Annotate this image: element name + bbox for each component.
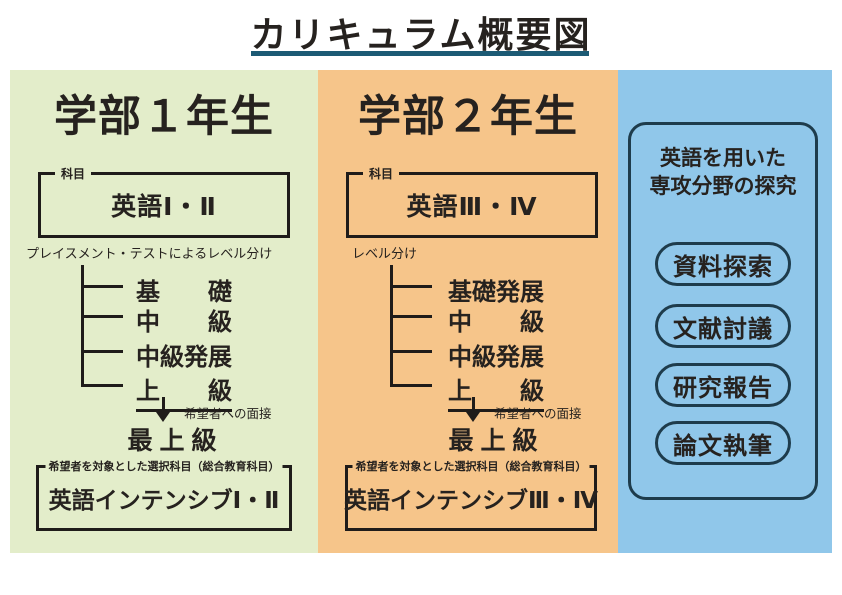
research-pill-thesis-writing: 論文執筆	[655, 421, 791, 465]
research-box: 英語を用いた 専攻分野の探究 資料探索 文献討議 研究報告 論文執筆	[628, 122, 818, 500]
page-title: カリキュラム概要図	[250, 14, 592, 55]
year1-top-level-label: 最 上 級	[127, 427, 217, 455]
year1-tree-trunk	[81, 265, 84, 387]
down-arrow-icon	[466, 412, 480, 422]
year1-heading: 学部１年生	[54, 93, 274, 141]
year2-tree-branch	[390, 315, 432, 318]
research-heading: 英語を用いた 専攻分野の探究	[631, 145, 815, 202]
year2-subject-legend: 科目	[363, 165, 400, 182]
year2-top-level-label: 最 上 級	[448, 427, 538, 455]
panel-year2: 学部２年生 科目 英語Ⅲ・Ⅳ レベル分け 基礎発展 中 級 中級発展 上 級 希…	[318, 70, 618, 553]
research-heading-line2: 専攻分野の探究	[649, 175, 797, 199]
year2-elective-course-label: 英語インテンシブⅢ・Ⅳ	[344, 487, 599, 513]
down-arrow-icon	[156, 412, 170, 422]
year1-level-intermediate: 中 級	[136, 309, 232, 336]
year2-tree-branch	[390, 285, 432, 288]
year1-level-advanced: 上 級	[136, 371, 232, 412]
panel-year1: 学部１年生 科目 英語Ⅰ・Ⅱ プレイスメント・テストによるレベル分け 基 礎 中…	[10, 70, 318, 553]
year2-tree-trunk	[390, 265, 393, 387]
year2-subject-box: 科目 英語Ⅲ・Ⅳ	[346, 165, 598, 238]
year1-level-basic: 基 礎	[136, 279, 232, 306]
year2-course-label: 英語Ⅲ・Ⅳ	[406, 193, 538, 221]
year2-level-note: レベル分け	[352, 246, 418, 261]
year1-level-intermediate-advanced: 中級発展	[136, 344, 232, 371]
year1-subject-box: 科目 英語Ⅰ・Ⅱ	[38, 165, 290, 238]
year1-tree-branch	[81, 315, 123, 318]
year1-tree-branch	[81, 285, 123, 288]
year1-elective-box: 希望者を対象とした選択科目（総合教育科目） 英語インテンシブⅠ・Ⅱ	[36, 458, 292, 531]
year1-tree-branch	[81, 384, 123, 387]
year1-elective-course-label: 英語インテンシブⅠ・Ⅱ	[48, 487, 280, 513]
year1-interview-note: 希望者への面接	[184, 407, 272, 421]
year2-elective-box: 希望者を対象とした選択科目（総合教育科目） 英語インテンシブⅢ・Ⅳ	[344, 458, 599, 531]
year2-level-advanced: 上 級	[448, 371, 544, 412]
panel-research: 英語を用いた 専攻分野の探究 資料探索 文献討議 研究報告 論文執筆	[618, 70, 832, 553]
year2-level-intermediate: 中 級	[448, 309, 544, 336]
year2-level-basic-advanced: 基礎発展	[448, 279, 544, 306]
research-pill-literature-discussion: 文献討議	[655, 304, 791, 348]
year2-tree-branch	[390, 350, 432, 353]
title-underline	[251, 51, 589, 56]
year2-level-intermediate-advanced: 中級発展	[448, 344, 544, 371]
year2-heading: 学部２年生	[358, 93, 578, 141]
research-heading-line1: 英語を用いた	[660, 147, 786, 170]
year1-tree-branch	[81, 350, 123, 353]
year2-elective-legend: 希望者を対象とした選択科目（総合教育科目）	[352, 458, 590, 474]
year1-subject-legend: 科目	[55, 165, 92, 182]
year2-tree-branch	[390, 384, 432, 387]
year1-elective-legend: 希望者を対象とした選択科目（総合教育科目）	[45, 458, 283, 474]
research-pill-research-report: 研究報告	[655, 363, 791, 407]
year2-interview-note: 希望者への面接	[494, 407, 582, 421]
year1-level-note: プレイスメント・テストによるレベル分け	[26, 246, 273, 261]
down-arrow-icon	[472, 397, 475, 413]
year1-course-label: 英語Ⅰ・Ⅱ	[111, 193, 217, 221]
research-pill-material-search: 資料探索	[655, 242, 791, 286]
down-arrow-icon	[162, 397, 165, 413]
